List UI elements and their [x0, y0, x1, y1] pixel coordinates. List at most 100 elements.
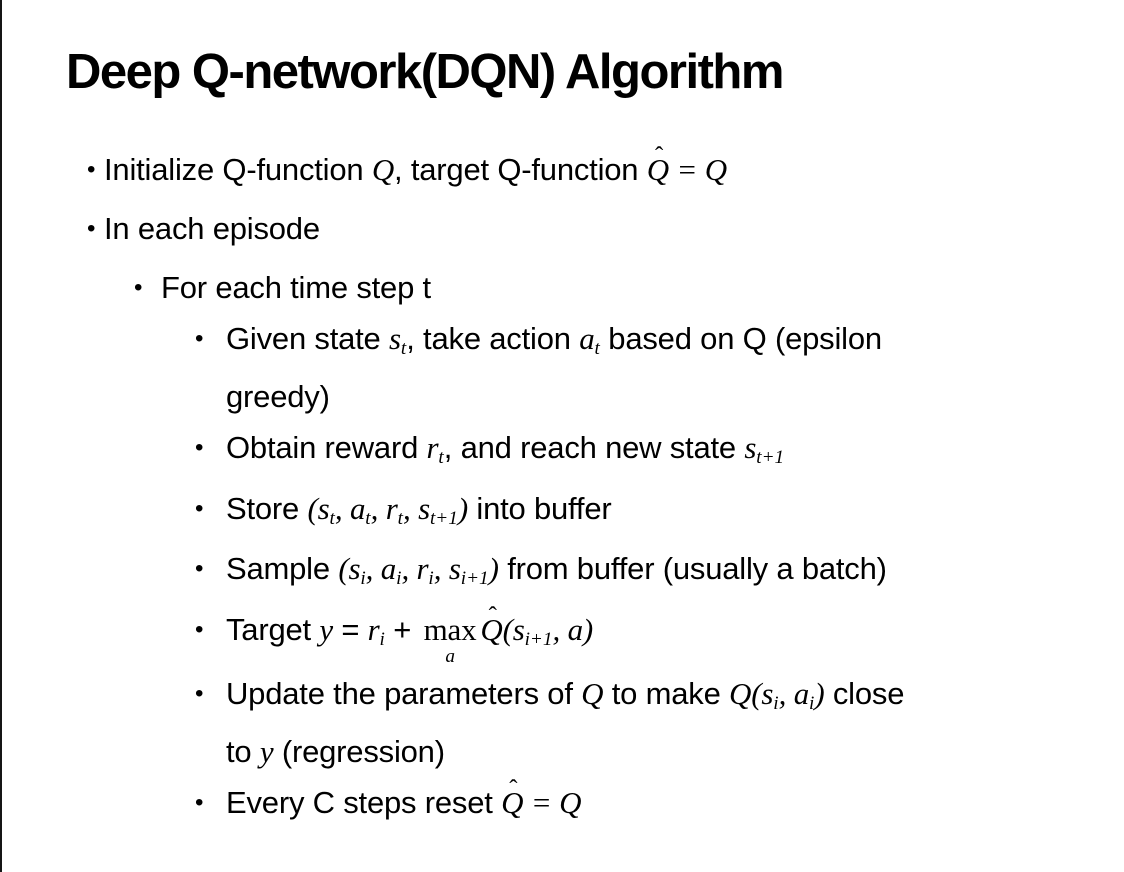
math-run: ,: [433, 551, 449, 587]
math-sub-run: si+1: [512, 612, 553, 650]
text-run: Store: [226, 490, 308, 526]
hat-accent: ˆ: [488, 603, 497, 631]
text-run: , and reach new state: [443, 429, 745, 465]
text-run: Sample: [226, 551, 339, 587]
subscript: t+1: [756, 446, 785, 468]
subscript: t+1: [429, 507, 458, 529]
math-run: ): [488, 551, 499, 587]
math-run: ,: [365, 551, 381, 587]
text-run: Obtain reward: [226, 429, 427, 465]
subscript: t: [438, 446, 444, 468]
hat-accent: ˆ: [654, 143, 663, 171]
text-run: to: [226, 733, 260, 769]
subscript: i: [379, 628, 385, 650]
text-run: (regression): [273, 733, 445, 769]
text-run: based on Q (epsilon: [599, 321, 882, 356]
math-sub-run: si+1: [448, 551, 489, 590]
slide-title: Deep Q-network(DQN) Algorithm: [66, 45, 784, 99]
text-run: , take action: [406, 321, 580, 356]
text-run: greedy): [226, 378, 330, 414]
math-run: (: [338, 551, 349, 587]
bullet-text: Obtain reward rt, and reach new state st…: [226, 424, 1088, 482]
math-run: Q(: [729, 675, 762, 711]
math-sub-run: ai: [380, 551, 402, 590]
bullet-text: Update the parameters of Q to make Q(si,…: [226, 670, 1088, 776]
text-run: Update the parameters of: [226, 675, 582, 711]
bullet-list: •Initialize Q-function Q, target Q-funct…: [2, 143, 1124, 827]
bullet-item: • Initialize Q-function Q, target Q-funct…: [87, 143, 1088, 194]
subscript: t: [594, 337, 600, 359]
bullet-item: •Given state st, take action at based on…: [195, 315, 1088, 421]
subscript: i: [396, 568, 402, 590]
math-sub-run: st+1: [418, 490, 458, 529]
math-sub-run: ri: [367, 612, 385, 650]
bullet-item: • Update the parameters of Q to make Q(si…: [195, 670, 1088, 776]
bullet-marker: •: [195, 616, 204, 644]
math-sub-run: st: [389, 321, 407, 359]
bullet-marker: •: [195, 325, 204, 352]
math-sub-run: at: [349, 490, 371, 529]
text-run: , target Q-function: [394, 152, 647, 187]
bullet-item: •For each time step t: [134, 264, 1088, 312]
bullet-marker: •: [195, 788, 204, 816]
subscript: t: [329, 507, 335, 529]
math-sub-run: si: [761, 675, 779, 714]
math-run: ,: [370, 490, 386, 526]
math-sub-run: si: [348, 551, 366, 590]
text-run: +: [384, 612, 420, 648]
bullet-marker: •: [195, 679, 204, 707]
bullet-marker: •: [87, 156, 96, 183]
bullet-item: • Store (st, at, rt, st+1) into buffer: [195, 485, 1088, 543]
text-run: close: [824, 675, 905, 711]
max-word: max: [423, 612, 477, 648]
math-run: ,: [334, 490, 350, 526]
bullet-marker: •: [195, 555, 204, 583]
bullet-text: Initialize Q-function Q, target Q-functi…: [104, 143, 1088, 194]
bullet-text: Given state st, take action at based on …: [226, 315, 1088, 421]
math-sub-run: rt: [385, 490, 403, 529]
math-run: y: [319, 612, 333, 648]
subscript: t: [397, 507, 403, 529]
bullet-text: Store (st, at, rt, st+1) into buffer: [226, 485, 1088, 543]
bullet-item: • Sample (si, ai, ri, si+1) from buffer (…: [195, 545, 1088, 603]
text-run: from buffer (usually a batch): [498, 551, 887, 587]
subscript: i: [360, 568, 366, 590]
math-run: = Q: [523, 784, 582, 820]
math-run: (: [502, 612, 513, 648]
math-run: ): [457, 490, 468, 526]
bullet-text: Sample (si, ai, ri, si+1) from buffer (u…: [226, 545, 1088, 603]
text-run: In each episode: [104, 211, 320, 246]
text-run: into buffer: [467, 490, 612, 526]
math-run: ,: [402, 490, 419, 526]
bullet-marker: •: [87, 215, 96, 242]
math-run: Q: [581, 675, 604, 711]
subscript: i: [809, 692, 815, 714]
math-run: ): [814, 675, 825, 711]
bullet-marker: •: [195, 433, 204, 461]
bullet-marker: •: [195, 494, 204, 522]
max-subscript: a: [445, 645, 455, 667]
subscript: i+1: [524, 628, 553, 650]
text-run: =: [332, 612, 368, 648]
math-run: (: [307, 490, 318, 526]
math-run: ,: [401, 551, 417, 587]
math-run: y: [259, 733, 274, 769]
subscript: i: [773, 692, 779, 714]
text-run: to make: [603, 675, 730, 711]
bullet-text: In each episode: [104, 205, 1088, 253]
subscript: t: [400, 337, 407, 359]
math-run: ,: [778, 675, 794, 711]
math-sub-run: ri: [416, 551, 434, 590]
hat-accent: ˆ: [509, 775, 518, 803]
text-run: For each time step t: [161, 270, 431, 305]
text-run: Initialize Q-function: [104, 152, 372, 187]
math-sub-run: st+1: [744, 429, 785, 468]
math-sub-run: at: [579, 321, 600, 359]
